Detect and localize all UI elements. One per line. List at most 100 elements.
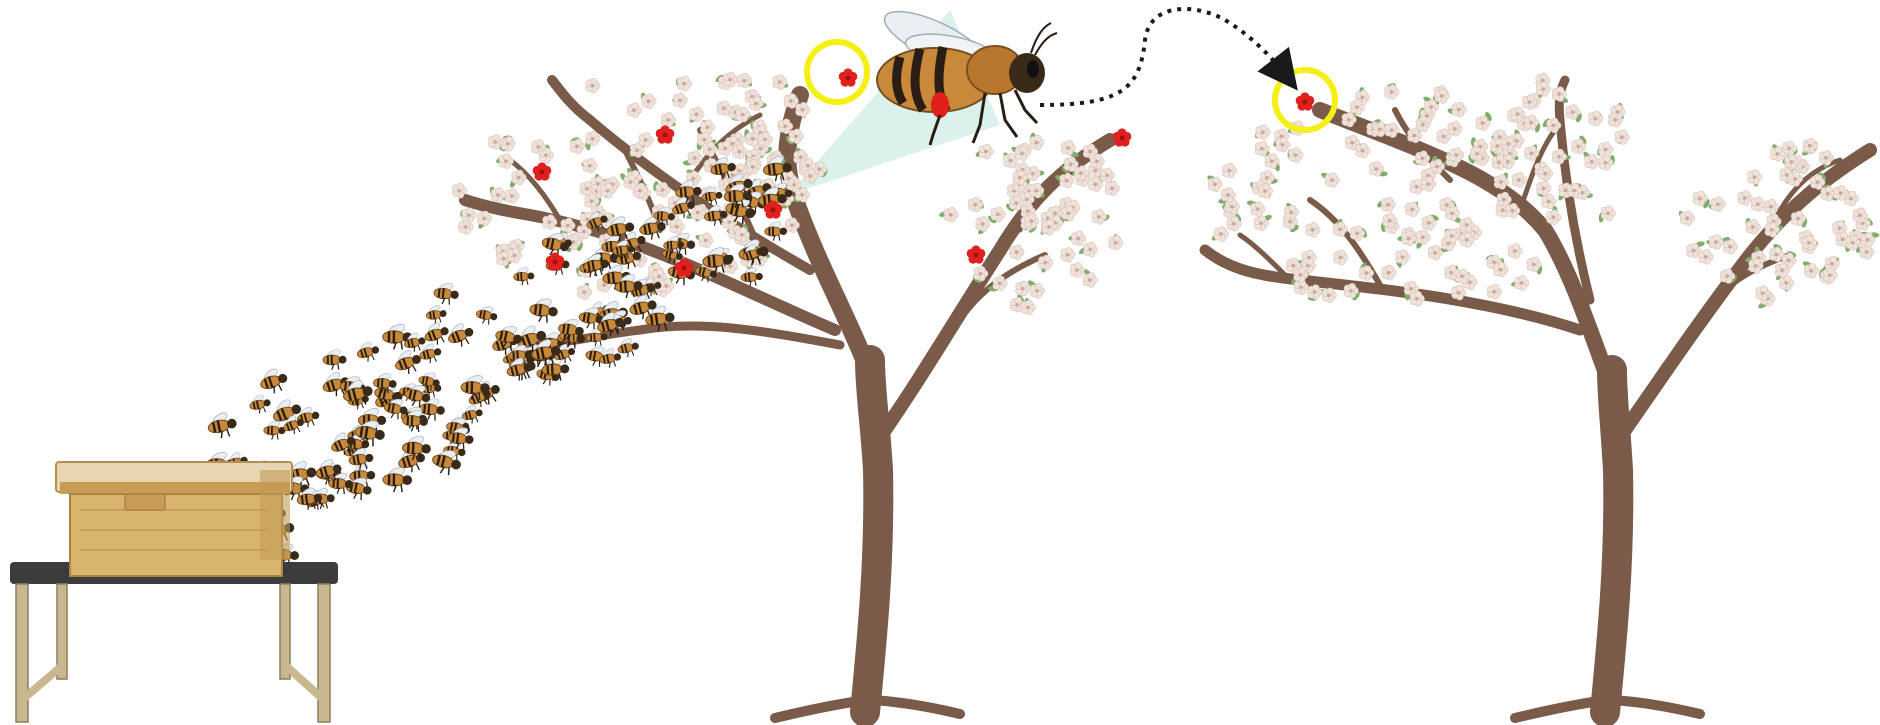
blossom-center: [510, 194, 514, 198]
blossom-center: [1374, 167, 1378, 171]
blossom-center: [1281, 143, 1285, 147]
honeybee-icon: [528, 295, 559, 324]
tree-right: [1205, 80, 1870, 718]
blossom-center: [1226, 193, 1230, 197]
blossom-center: [740, 233, 744, 237]
blossom-icon: [1109, 235, 1123, 250]
blossom-center: [1770, 228, 1774, 232]
tree-left-root-right: [872, 700, 960, 714]
blossom-center: [1421, 235, 1425, 239]
blossom-center: [1497, 161, 1501, 165]
blossom-center: [1435, 165, 1439, 169]
blossom-icon: [979, 144, 993, 159]
honeybee-icon: [257, 364, 291, 397]
blossom-center: [502, 257, 506, 261]
blossom-icon: [1615, 130, 1629, 145]
yellow-ring-icon: [807, 42, 867, 102]
blossom-center: [1793, 177, 1797, 181]
bee-head: [339, 356, 347, 364]
blossom-center: [1105, 173, 1109, 177]
dotted-arrow-icon: [1040, 9, 1288, 105]
blossom-center: [722, 106, 726, 110]
blossom-center: [727, 220, 731, 224]
blossom-icon: [1748, 170, 1762, 185]
blossom-icon: [627, 103, 641, 118]
blossom-center: [585, 218, 589, 222]
blossom-center: [1097, 215, 1101, 219]
blossom-icon: [732, 144, 746, 159]
blossom-icon: [1751, 197, 1765, 212]
blossom-center: [704, 239, 708, 243]
blossom-center: [1035, 289, 1039, 293]
blossom-icon: [968, 197, 982, 212]
blossom-center: [1616, 110, 1620, 114]
blossom-center: [728, 78, 732, 82]
blossom-center: [678, 99, 682, 103]
blossom-center: [1361, 149, 1365, 153]
blossom-center: [1552, 124, 1556, 128]
blossom-center: [1421, 123, 1425, 127]
blossom-center: [1066, 253, 1070, 257]
blossom-center: [751, 137, 755, 141]
blossom-center: [1751, 225, 1755, 229]
blossom-center: [1620, 135, 1624, 139]
blossom-icon: [1588, 111, 1602, 126]
blossom-icon: [1452, 102, 1466, 117]
blossom-center: [1450, 212, 1454, 216]
blossom-center: [464, 225, 468, 229]
blossom-center: [1754, 264, 1758, 268]
blossom-center: [548, 220, 552, 224]
blossom-center: [666, 118, 670, 122]
blossom-icon: [1251, 202, 1265, 217]
red-flower-icon: [656, 125, 675, 143]
tree-right-root-right: [1612, 700, 1700, 714]
pollen-basket: [931, 92, 949, 118]
blossom-center: [1261, 130, 1265, 134]
blossom-icon: [1334, 250, 1348, 265]
blossom-icon: [1306, 222, 1320, 237]
blossom-center: [506, 142, 510, 146]
blossom-center: [1507, 142, 1511, 146]
blossom-center: [1066, 146, 1070, 150]
blossom-icon: [499, 154, 513, 169]
blossom-icon: [1010, 245, 1024, 260]
blossom-center: [1849, 197, 1853, 201]
blossom-center: [1807, 241, 1811, 245]
blossom-icon: [1021, 300, 1035, 315]
blossom-center: [1307, 256, 1311, 260]
blossom-center: [1018, 176, 1022, 180]
bee-head: [402, 475, 412, 485]
red-flower-center: [1303, 100, 1308, 105]
blossom-center: [1851, 241, 1855, 245]
blossom-center: [1542, 187, 1546, 191]
blossom-center: [1386, 203, 1390, 207]
blossom-center: [1460, 274, 1464, 278]
blossom-center: [1355, 105, 1359, 109]
blossom-center: [1429, 105, 1433, 109]
hive-body: [70, 494, 282, 576]
blossom-icon: [1738, 191, 1752, 206]
blossom-icon: [1083, 273, 1097, 288]
blossom-center: [1780, 268, 1784, 272]
honeybee-icon: [433, 280, 460, 306]
blossom-center: [1543, 172, 1547, 176]
blossom-icon: [1214, 227, 1228, 242]
blossom-center: [1725, 274, 1729, 278]
red-flower-center: [846, 76, 851, 81]
beehive-on-table: [10, 462, 338, 722]
blossom-center: [696, 211, 700, 215]
blossom-center: [1865, 250, 1869, 254]
blossom-icon: [1030, 135, 1044, 150]
blossom-center: [1776, 152, 1780, 156]
blossom-center: [629, 180, 633, 184]
blossom-center: [638, 189, 642, 193]
blossom-center: [737, 150, 741, 154]
blossom-icon: [505, 189, 519, 204]
blossom-center: [1313, 290, 1317, 294]
blossom-icon: [1070, 263, 1084, 278]
blossom-icon: [1487, 284, 1501, 299]
blossom-center: [1838, 226, 1842, 230]
blossom-center: [1426, 182, 1430, 186]
blossom-center: [1355, 231, 1359, 235]
blossom-center: [708, 147, 712, 151]
